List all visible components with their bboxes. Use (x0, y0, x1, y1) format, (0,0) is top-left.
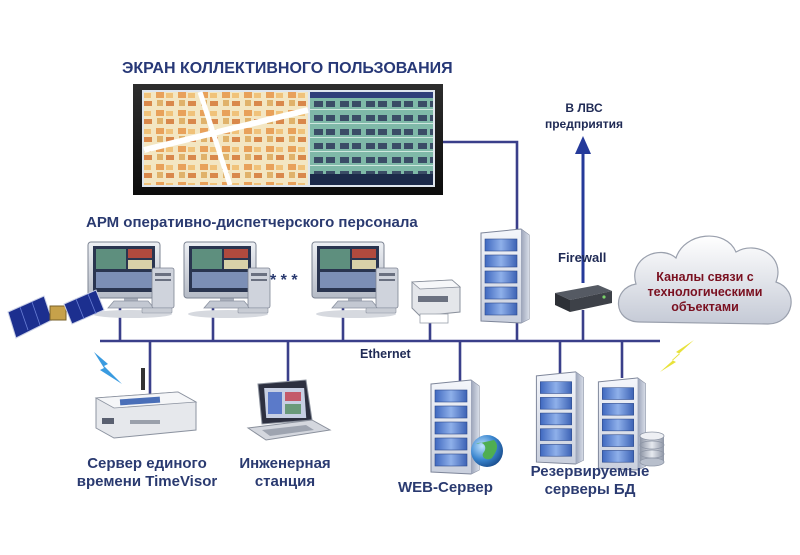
engineering-station-label-line2: станция (254, 473, 316, 490)
printer-icon (410, 279, 462, 324)
cloud-label-line3: объектами (671, 300, 739, 314)
video-wall-icon (133, 84, 443, 195)
workstation-icon-3 (311, 241, 399, 318)
lan-uplink-arrow (575, 136, 591, 283)
server-icon-main (480, 228, 530, 324)
cloud-label-line1: Каналы связи с (656, 270, 754, 284)
lan-label: В ЛВС предприятия (540, 100, 628, 132)
web-server-label: WEB-Сервер (398, 479, 493, 496)
engineering-station-label: Инженерная станция (230, 455, 340, 491)
cloud-label-line2: технологическими (647, 285, 763, 299)
lan-label-line1: В ЛВС (565, 101, 603, 115)
workstation-icon-2 (183, 241, 271, 318)
db-servers-label-line2: серверы БД (544, 481, 636, 498)
cloud-label: Каналы связи с технологическими объектам… (636, 270, 774, 315)
db-server-icon-1 (535, 371, 584, 465)
time-server-label: Сервер единого времени TimeVisor (62, 455, 232, 491)
time-server-icon (94, 368, 198, 439)
lan-label-line2: предприятия (544, 117, 624, 131)
db-server-icon-2 (597, 377, 646, 471)
satellite-icon (7, 289, 105, 339)
engineering-station-label-line1: Инженерная (239, 455, 331, 472)
time-server-label-line1: Сервер единого (87, 455, 207, 472)
db-servers-label-line1: Резервируемые (530, 463, 650, 480)
firewall-icon (555, 285, 612, 312)
ethernet-label: Ethernet (360, 347, 411, 361)
ellipsis-dots: * * * (270, 272, 298, 289)
web-server-icon (430, 379, 480, 475)
database-icon (639, 431, 665, 467)
arm-label: АРМ оперативно-диспетчерского персонала (86, 214, 418, 231)
db-servers-label: Резервируемые серверы БД (520, 463, 660, 499)
time-server-label-line2: времени TimeVisor (76, 473, 218, 490)
lightning-icon (94, 340, 694, 384)
firewall-label: Firewall (558, 250, 607, 265)
globe-icon (471, 435, 503, 467)
screen-title: ЭКРАН КОЛЛЕКТИВНОГО ПОЛЬЗОВАНИЯ (122, 60, 453, 77)
cloud-icon (617, 235, 792, 325)
laptop-icon (246, 379, 332, 441)
